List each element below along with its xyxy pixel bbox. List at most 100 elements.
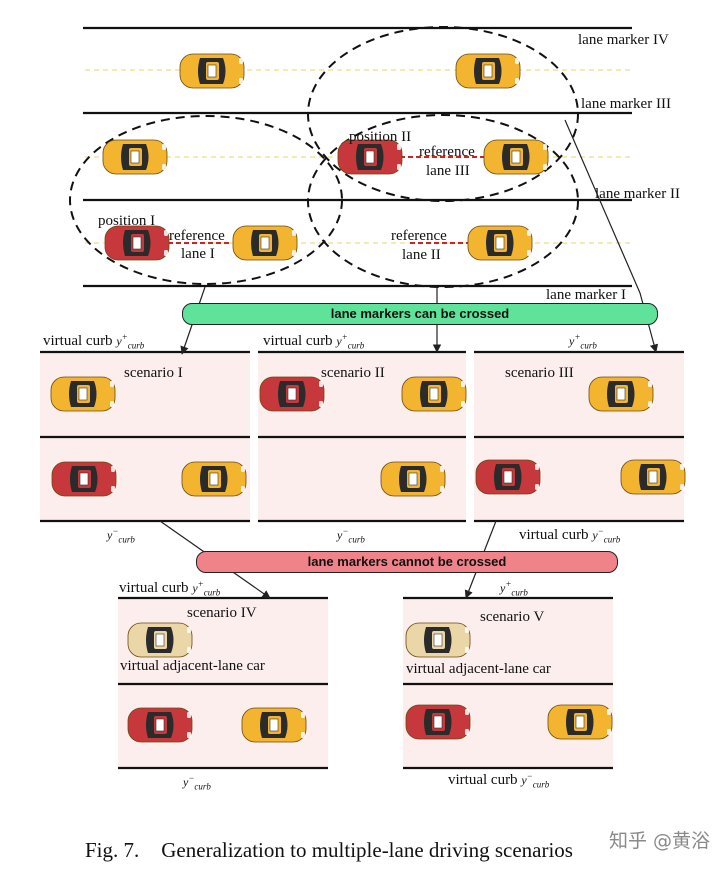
car-headlight <box>648 381 652 387</box>
car-sign <box>209 472 219 486</box>
car-sign <box>287 387 297 401</box>
car-icon <box>620 459 686 495</box>
curb-y: y <box>116 334 122 348</box>
car-icon <box>102 139 168 175</box>
car-headlight <box>292 250 296 256</box>
curb-y: y <box>336 334 342 348</box>
banner-cannot-cross: lane markers cannot be crossed <box>196 551 618 573</box>
car-icon <box>241 707 307 743</box>
car-headlight <box>397 164 401 170</box>
curb-minus: − <box>188 773 195 783</box>
flow-arrow <box>564 119 659 353</box>
virtual-curb-text: virtual curb <box>43 333 113 349</box>
car-sign <box>269 718 279 732</box>
car-headlight <box>465 729 469 735</box>
curb-sub: curb <box>347 340 365 351</box>
car-headlight <box>607 709 611 715</box>
scenario-5-title: scenario V <box>480 609 545 625</box>
car-headlight <box>241 486 245 492</box>
curb-symbol: y−curb <box>592 526 620 544</box>
car-headlight <box>110 381 114 387</box>
curb-plus: + <box>505 579 512 589</box>
banner-can-cross: lane markers can be crossed <box>182 303 658 325</box>
curb-minus-label-4: y−curb <box>183 774 211 791</box>
car-icon <box>50 376 116 412</box>
curb-minus: − <box>526 771 533 781</box>
car-sign <box>78 387 88 401</box>
curb-y: y <box>500 581 506 595</box>
curb-y: y <box>337 528 343 542</box>
car-sign <box>495 236 505 250</box>
car-sign <box>365 150 375 164</box>
car-headlight <box>527 230 531 236</box>
curb-minus: − <box>342 526 349 536</box>
dashed-ellipse <box>69 115 343 285</box>
virtual-curb-text: virtual curb <box>448 772 518 788</box>
lane-marker-1-label: lane marker I <box>546 287 626 303</box>
car-headlight <box>440 466 444 472</box>
curb-minus: − <box>597 526 604 536</box>
car-icon <box>259 376 325 412</box>
car-sign <box>260 236 270 250</box>
scenario-2-title: scenario II <box>321 365 385 381</box>
car-sign <box>511 150 521 164</box>
curb-symbol: y+curb <box>192 579 220 597</box>
car-headlight <box>301 732 305 738</box>
car-sign <box>503 470 513 484</box>
curb-plus: + <box>121 332 128 342</box>
ref-lane-3-line1: reference <box>419 144 475 160</box>
curb-plus: + <box>341 332 348 342</box>
curb-plus-label-1: virtual curb y+curb <box>43 333 144 350</box>
curb-plus-label-2: virtual curb y+curb <box>263 333 364 350</box>
car-headlight <box>319 401 323 407</box>
car-headlight <box>680 464 684 470</box>
car-headlight <box>187 732 191 738</box>
car-headlight <box>111 466 115 472</box>
caption-text: Generalization to multiple-lane driving … <box>161 838 573 862</box>
curb-plus-label-4: virtual curb y+curb <box>119 580 220 597</box>
car-headlight <box>440 486 444 492</box>
car-sign <box>483 64 493 78</box>
car-sign <box>207 64 217 78</box>
car-sign <box>575 715 585 729</box>
curb-minus-label-3: virtual curb y−curb <box>519 527 620 544</box>
car-icon <box>467 225 533 261</box>
scenario-1-title: scenario I <box>124 365 183 381</box>
curb-y: y <box>183 775 189 789</box>
car-headlight <box>397 144 401 150</box>
curb-sub: curb <box>511 587 528 598</box>
car-headlight <box>607 729 611 735</box>
car-icon <box>405 704 471 740</box>
car-sign <box>433 715 443 729</box>
curb-minus: − <box>112 526 119 536</box>
car-headlight <box>461 401 465 407</box>
curb-plus: + <box>197 579 204 589</box>
car-headlight <box>241 466 245 472</box>
car-icon <box>547 704 613 740</box>
car-icon <box>181 461 247 497</box>
car-icon <box>483 139 549 175</box>
lane-marker-3-label: lane marker III <box>581 96 671 112</box>
curb-plus-label-5: y+curb <box>500 580 528 597</box>
curb-symbol: y−curb <box>521 771 549 789</box>
car-icon <box>127 622 193 658</box>
car-sign <box>429 387 439 401</box>
car-sign <box>433 633 443 647</box>
car-headlight <box>239 58 243 64</box>
virtual-adjacent-label-4: virtual adjacent-lane car <box>120 658 265 674</box>
car-icon <box>588 376 654 412</box>
car-headlight <box>187 712 191 718</box>
lane-marker-4-label: lane marker IV <box>578 32 669 48</box>
ref-lane-2-line1: reference <box>391 228 447 244</box>
car-icon <box>337 139 403 175</box>
curb-symbol: y−curb <box>183 773 211 791</box>
curb-sub: curb <box>127 340 145 351</box>
car-icon <box>127 707 193 743</box>
curb-y: y <box>569 334 575 348</box>
car-sign <box>648 470 658 484</box>
car-headlight <box>164 250 168 256</box>
ref-lane-2-line2: lane II <box>402 247 441 263</box>
car-headlight <box>648 401 652 407</box>
